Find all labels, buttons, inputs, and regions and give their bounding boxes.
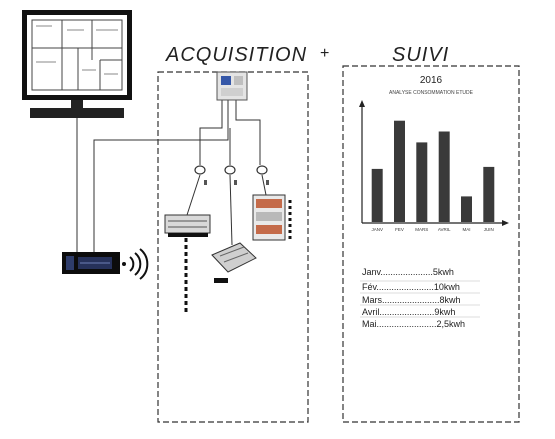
x-axis-arrow bbox=[502, 220, 509, 226]
circuit-breaker-icon bbox=[164, 214, 211, 312]
energy-meter-icon bbox=[216, 71, 248, 101]
lighting-fixture-icon bbox=[211, 242, 257, 283]
consumption-item-mai: Mai........................2,5kwh bbox=[362, 319, 466, 329]
consumption-month: Mars bbox=[362, 295, 382, 305]
plus-sign: + bbox=[320, 45, 331, 62]
consumption-month: Fév bbox=[362, 282, 377, 292]
wiring bbox=[76, 100, 267, 252]
consumption-month: Mai bbox=[362, 319, 377, 329]
bar-mai bbox=[461, 196, 472, 222]
acquisition-heading: ACQUISITION bbox=[166, 44, 308, 66]
consumption-value: 10kwh bbox=[433, 282, 460, 292]
floor-plan bbox=[31, 19, 123, 91]
consumption-month: Janv bbox=[362, 267, 381, 277]
tick-label-fev: FEV bbox=[395, 227, 404, 232]
chart-subtitle: ANALYSE CONSOMMATION ETUDE bbox=[389, 90, 474, 96]
bar-fev bbox=[394, 120, 405, 222]
tick-label-mai: MAI bbox=[462, 227, 470, 232]
consumption-month: Avril bbox=[362, 307, 380, 317]
computer-monitor-icon bbox=[22, 10, 132, 118]
wifi-signal-icon bbox=[122, 248, 149, 280]
wireless-display-icon bbox=[62, 252, 120, 274]
bar-juin bbox=[483, 166, 495, 222]
tick-label-juin: JUIN bbox=[484, 227, 494, 232]
tick-label-mars: MARS bbox=[415, 227, 428, 232]
chart-title: 2016 bbox=[420, 75, 443, 86]
consumption-item-janv: Janv.....................5kwh bbox=[362, 267, 454, 277]
tick-label-janv: JANV bbox=[371, 227, 383, 232]
tick-label-avril: AVRIL bbox=[438, 227, 451, 232]
electrical-panel-icon bbox=[252, 194, 292, 241]
consumption-value: 8kwh bbox=[439, 295, 461, 305]
consumption-value: 9kwh bbox=[434, 307, 456, 317]
consumption-item-avril: Avril......................9kwh bbox=[362, 307, 456, 317]
consumption-item-fev: Fév.......................10kwh bbox=[362, 282, 460, 292]
consumption-value: 5kwh bbox=[432, 267, 454, 277]
bar-avril bbox=[438, 131, 450, 222]
bar-janv bbox=[371, 168, 383, 222]
suivi-heading: SUIVI bbox=[392, 44, 450, 66]
suivi-frame bbox=[342, 65, 520, 423]
consumption-value: 2,5kwh bbox=[436, 319, 466, 329]
current-sensor-icon bbox=[194, 165, 269, 185]
bar-mars bbox=[416, 142, 428, 222]
y-axis-arrow bbox=[359, 100, 365, 107]
consumption-item-mars: Mars.......................8kwh bbox=[362, 295, 461, 305]
consumption-list-rules bbox=[360, 280, 480, 318]
consumption-bar-chart: 2016 ANALYSE CONSOMMATION ETUDE JANV FEV M… bbox=[359, 75, 509, 232]
